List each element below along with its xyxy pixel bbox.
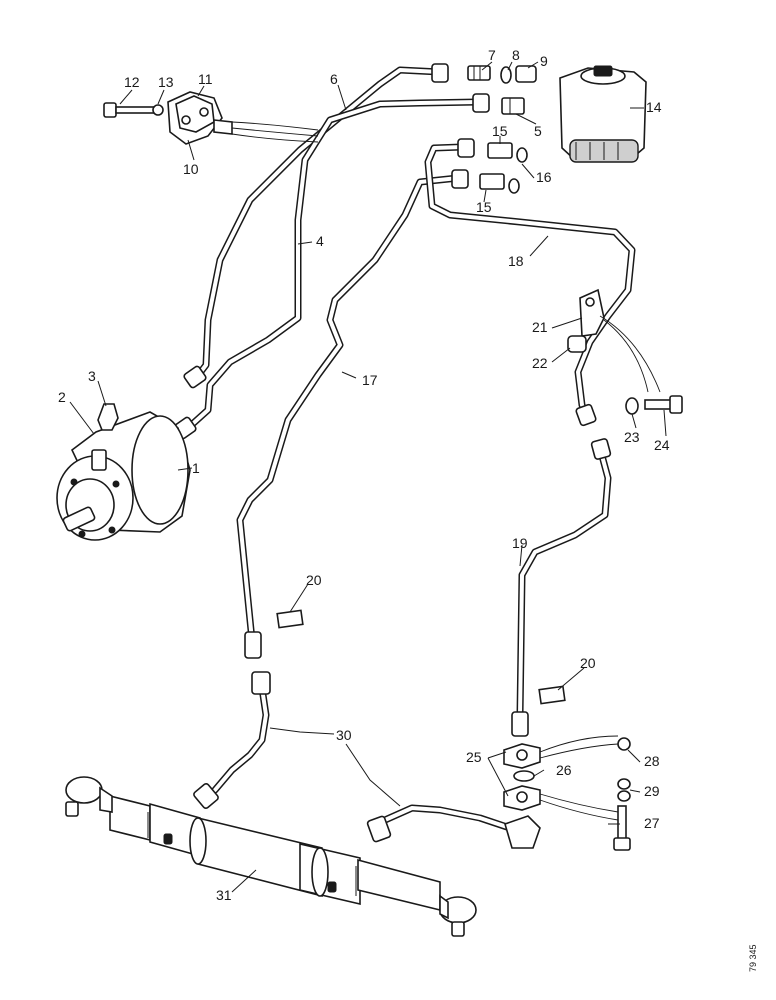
steering-valve-14 xyxy=(559,65,647,163)
clamp-fan-leaders xyxy=(231,121,319,143)
flange-fan-leaders xyxy=(539,735,619,821)
seal-ring-16 xyxy=(516,147,528,163)
callout-12: 12 xyxy=(124,74,140,90)
clamp-10-11 xyxy=(167,91,233,145)
hose-30-right xyxy=(381,804,514,832)
callout-10: 10 xyxy=(183,161,199,177)
callout-28: 28 xyxy=(644,753,660,769)
bolt-12 xyxy=(103,102,155,118)
hose-30-left xyxy=(211,684,270,794)
bracket-21 xyxy=(579,288,605,337)
label-tag-20-upper xyxy=(276,609,304,629)
callout-19: 19 xyxy=(512,535,528,551)
callout-11: 11 xyxy=(198,71,213,87)
callout-7: 7 xyxy=(488,47,496,63)
callout-20b: 20 xyxy=(580,655,596,671)
steering-cylinder-31 xyxy=(109,794,441,912)
bolt-24 xyxy=(644,395,683,414)
callout-4: 4 xyxy=(316,233,324,249)
pipe-nut xyxy=(173,63,612,849)
pipe-18 xyxy=(424,143,636,416)
seal-26 xyxy=(513,770,535,782)
pipe-6 xyxy=(192,66,444,382)
callout-30: 30 xyxy=(336,727,352,743)
washer-23 xyxy=(625,397,639,415)
callout-23: 23 xyxy=(624,429,640,445)
drawing-reference: 79 345 xyxy=(748,944,758,972)
callout-9: 9 xyxy=(540,53,548,69)
callout-26: 26 xyxy=(556,762,572,778)
callout-20a: 20 xyxy=(306,572,322,588)
union-15 xyxy=(479,142,513,190)
callout-1: 1 xyxy=(192,460,200,476)
union-9 xyxy=(515,65,537,83)
callout-numbers: 1 2 3 4 5 6 7 8 9 10 11 12 13 14 15 15 1… xyxy=(58,47,670,903)
label-tag-20-lower xyxy=(538,685,566,705)
tie-rod-end-right xyxy=(439,894,477,937)
spacer-22 xyxy=(567,335,587,353)
seal-ring-8 xyxy=(500,66,512,84)
washer-13 xyxy=(152,104,164,116)
tie-rod-end-left xyxy=(65,776,113,817)
pipe-4 xyxy=(184,98,482,432)
nut-28 xyxy=(617,737,631,751)
callout-22: 22 xyxy=(532,355,548,371)
callout-15a: 15 xyxy=(492,123,508,139)
union-7 xyxy=(467,65,491,81)
callout-24: 24 xyxy=(654,437,670,453)
callout-leaders xyxy=(69,61,667,893)
callout-6: 6 xyxy=(330,71,338,87)
callout-13: 13 xyxy=(158,74,174,90)
callout-25: 25 xyxy=(466,749,482,765)
seal-ring-16b xyxy=(508,178,520,194)
callout-31: 31 xyxy=(216,887,232,903)
callout-2: 2 xyxy=(58,389,66,405)
callout-18: 18 xyxy=(508,253,524,269)
callout-15b: 15 xyxy=(476,199,492,215)
callout-21: 21 xyxy=(532,319,548,335)
callout-8: 8 xyxy=(512,47,520,63)
callout-14: 14 xyxy=(646,99,662,115)
callout-3: 3 xyxy=(88,368,96,384)
callout-17: 17 xyxy=(362,372,378,388)
callout-16: 16 xyxy=(536,169,552,185)
callout-5: 5 xyxy=(534,123,542,139)
pipe-17 xyxy=(236,174,462,644)
pipe-19 xyxy=(516,448,612,719)
bolt-27 xyxy=(613,805,631,851)
flange-25 xyxy=(503,743,541,811)
callout-29: 29 xyxy=(644,783,660,799)
hydraulic-pump-1 xyxy=(56,403,191,541)
union-5 xyxy=(501,97,525,115)
spacer-fan-leaders xyxy=(599,315,661,393)
washer-29b xyxy=(617,790,631,802)
callout-27: 27 xyxy=(644,815,660,831)
washer-29 xyxy=(617,778,631,790)
